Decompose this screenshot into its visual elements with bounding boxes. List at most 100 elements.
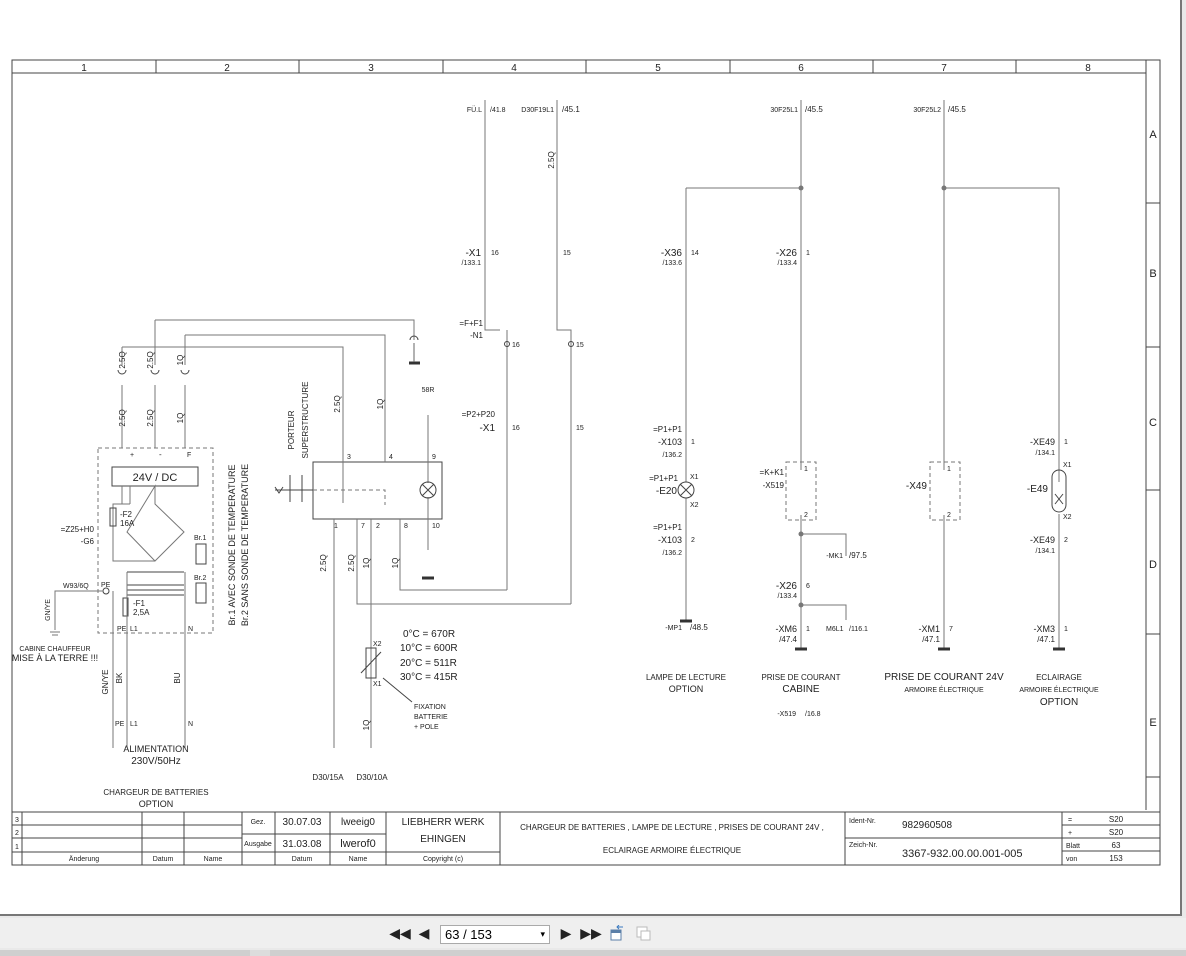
sheet-total-label: von — [1066, 856, 1077, 863]
source-label: D30F19L1 — [521, 107, 554, 114]
source-label: FÜ.L — [467, 106, 482, 114]
issue-label: Ausgabe — [244, 841, 272, 848]
source-label: 30F25L2 — [913, 107, 941, 114]
column-number: 2 — [224, 63, 230, 74]
pin-number: 1 — [1064, 439, 1068, 446]
drawn-date: 30.07.03 — [283, 817, 322, 828]
wire-label: 1Q — [391, 558, 400, 569]
section-subtitle: OPTION — [139, 799, 174, 809]
cross-ref: /136.2 — [663, 550, 683, 557]
pin-number: 1 — [1064, 626, 1068, 633]
fuse-label: -F1 — [133, 599, 146, 608]
pin-number: 2 — [691, 537, 695, 544]
fuse-rating: 16A — [120, 519, 135, 528]
cross-ref: /45.5 — [805, 105, 823, 114]
bridge-note: Br.2 SANS SONDE DE TEMPERATURE — [240, 464, 250, 626]
terminal-label: L1 — [130, 721, 138, 728]
cross-ref: /16.8 — [805, 711, 821, 718]
row-letter: B — [1149, 268, 1156, 280]
warning-label: MISE À LA TERRE !!! — [12, 653, 98, 663]
first-page-button[interactable]: ◀◀ — [389, 924, 411, 942]
pin-number: 2 — [947, 512, 951, 519]
pin-number: 1 — [334, 523, 338, 530]
pin-number: 16 — [512, 342, 520, 349]
pin-number: 1 — [947, 466, 951, 473]
pin-number: 6 — [806, 583, 810, 590]
wire-color: BU — [173, 672, 182, 683]
terminal-id: -XM1 — [918, 624, 940, 634]
wire-label: 2.5Q — [319, 554, 328, 571]
drawing-description: ECLAIRAGE ARMOIRE ÉLECTRIQUE — [603, 846, 741, 855]
page-import-icon — [610, 925, 623, 941]
terminal-id: -X103 — [658, 437, 682, 447]
pin-number: 1 — [806, 250, 810, 257]
skip-last-icon: ▶▶ — [580, 924, 602, 941]
pin-number: 1 — [806, 626, 810, 633]
page-selector[interactable]: 63 / 153 ▾ — [440, 925, 550, 944]
pin-number: 1 — [804, 466, 808, 473]
wire-color: GN/YE — [45, 599, 52, 621]
ident-number: 982960508 — [902, 820, 952, 831]
column-number: 8 — [1085, 63, 1091, 74]
revision-row: 3 — [15, 817, 19, 824]
terminal-id: -X103 — [658, 535, 682, 545]
triangle-left-icon: ◀ — [418, 924, 430, 941]
destination-label: D30/15A — [312, 773, 344, 782]
sheet-total: 153 — [1109, 854, 1123, 863]
cross-ref: /116.1 — [849, 626, 868, 633]
export-page-button[interactable] — [635, 924, 651, 942]
drawing-number: 3367-932.00.00.001-005 — [902, 848, 1023, 860]
pin-label: X1 — [373, 681, 382, 688]
terminal-id: -XE49 — [1030, 535, 1055, 545]
insert-page-button[interactable] — [609, 924, 625, 942]
bridge-note: Br.1 AVEC SONDE DE TEMPERATURE — [227, 464, 237, 625]
cross-ref: /133.6 — [663, 260, 683, 267]
supply-voltage: 230V/50Hz — [131, 756, 180, 767]
terminal-id: -X36 — [661, 248, 683, 259]
note-label: + POLE — [414, 724, 439, 731]
cross-ref: /45.5 — [948, 105, 966, 114]
cross-ref: /136.2 — [663, 452, 683, 459]
column-number: 5 — [655, 63, 661, 74]
pin-number: 7 — [361, 523, 365, 530]
device-id: -E49 — [1027, 484, 1049, 495]
terminal-id: -XE49 — [1030, 437, 1055, 447]
cross-ref: /45.1 — [562, 105, 580, 114]
pin-label: X2 — [1063, 514, 1072, 521]
company-name: LIEBHERR WERK — [402, 817, 485, 828]
pin-number: 15 — [576, 342, 584, 349]
fuse-rating: 2,5A — [133, 608, 150, 617]
document-page: 1 2 3 4 5 6 7 8 A B C D E 2.5Q 2.5Q 1Q 2… — [0, 0, 1182, 916]
cross-ref: /134.1 — [1036, 450, 1056, 457]
wire-label: 2.5Q — [118, 409, 127, 426]
device-id: -X49 — [906, 481, 928, 492]
pin-label: X2 — [690, 502, 699, 509]
section-subtitle: ARMOIRE ÉLECTRIQUE — [1019, 685, 1099, 694]
cross-ref: /133.4 — [778, 260, 798, 267]
pin-number: 16 — [491, 250, 499, 257]
temperature-value: 0°C = 670R — [403, 629, 455, 640]
scrollbar-track[interactable] — [270, 950, 1186, 956]
device-ref: =P1+P1 — [653, 523, 682, 532]
section-title: PRISE DE COURANT 24V — [884, 672, 1004, 683]
skip-first-icon: ◀◀ — [389, 924, 411, 941]
cross-ref: /133.4 — [778, 593, 798, 600]
dc-output-label: 24V / DC — [133, 472, 178, 484]
last-page-button[interactable]: ▶▶ — [580, 924, 602, 942]
wire-label: 2.5Q — [347, 554, 356, 571]
previous-page-button[interactable]: ◀ — [416, 924, 432, 942]
drawn-label: Gez. — [251, 819, 266, 826]
pin-number: 2 — [1064, 537, 1068, 544]
wire-label: 2.5Q — [146, 351, 155, 368]
title-block: 3 2 1 Änderung Datum Name Gez. 30.07.03 … — [12, 811, 1160, 865]
section-title: LAMPE DE LECTURE — [646, 673, 726, 682]
page-indicator: 63 / 153 — [445, 927, 492, 942]
cross-ref-device: -X519 — [777, 711, 796, 718]
column-number: 4 — [511, 63, 517, 74]
scrollbar-thumb[interactable] — [0, 950, 250, 956]
device-ref: =Z25+H0 — [61, 525, 95, 534]
pin-number: 15 — [563, 250, 571, 257]
next-page-button[interactable]: ▶ — [558, 924, 574, 942]
wire-color: BK — [115, 672, 124, 683]
horizontal-scrollbar[interactable] — [0, 950, 1186, 956]
